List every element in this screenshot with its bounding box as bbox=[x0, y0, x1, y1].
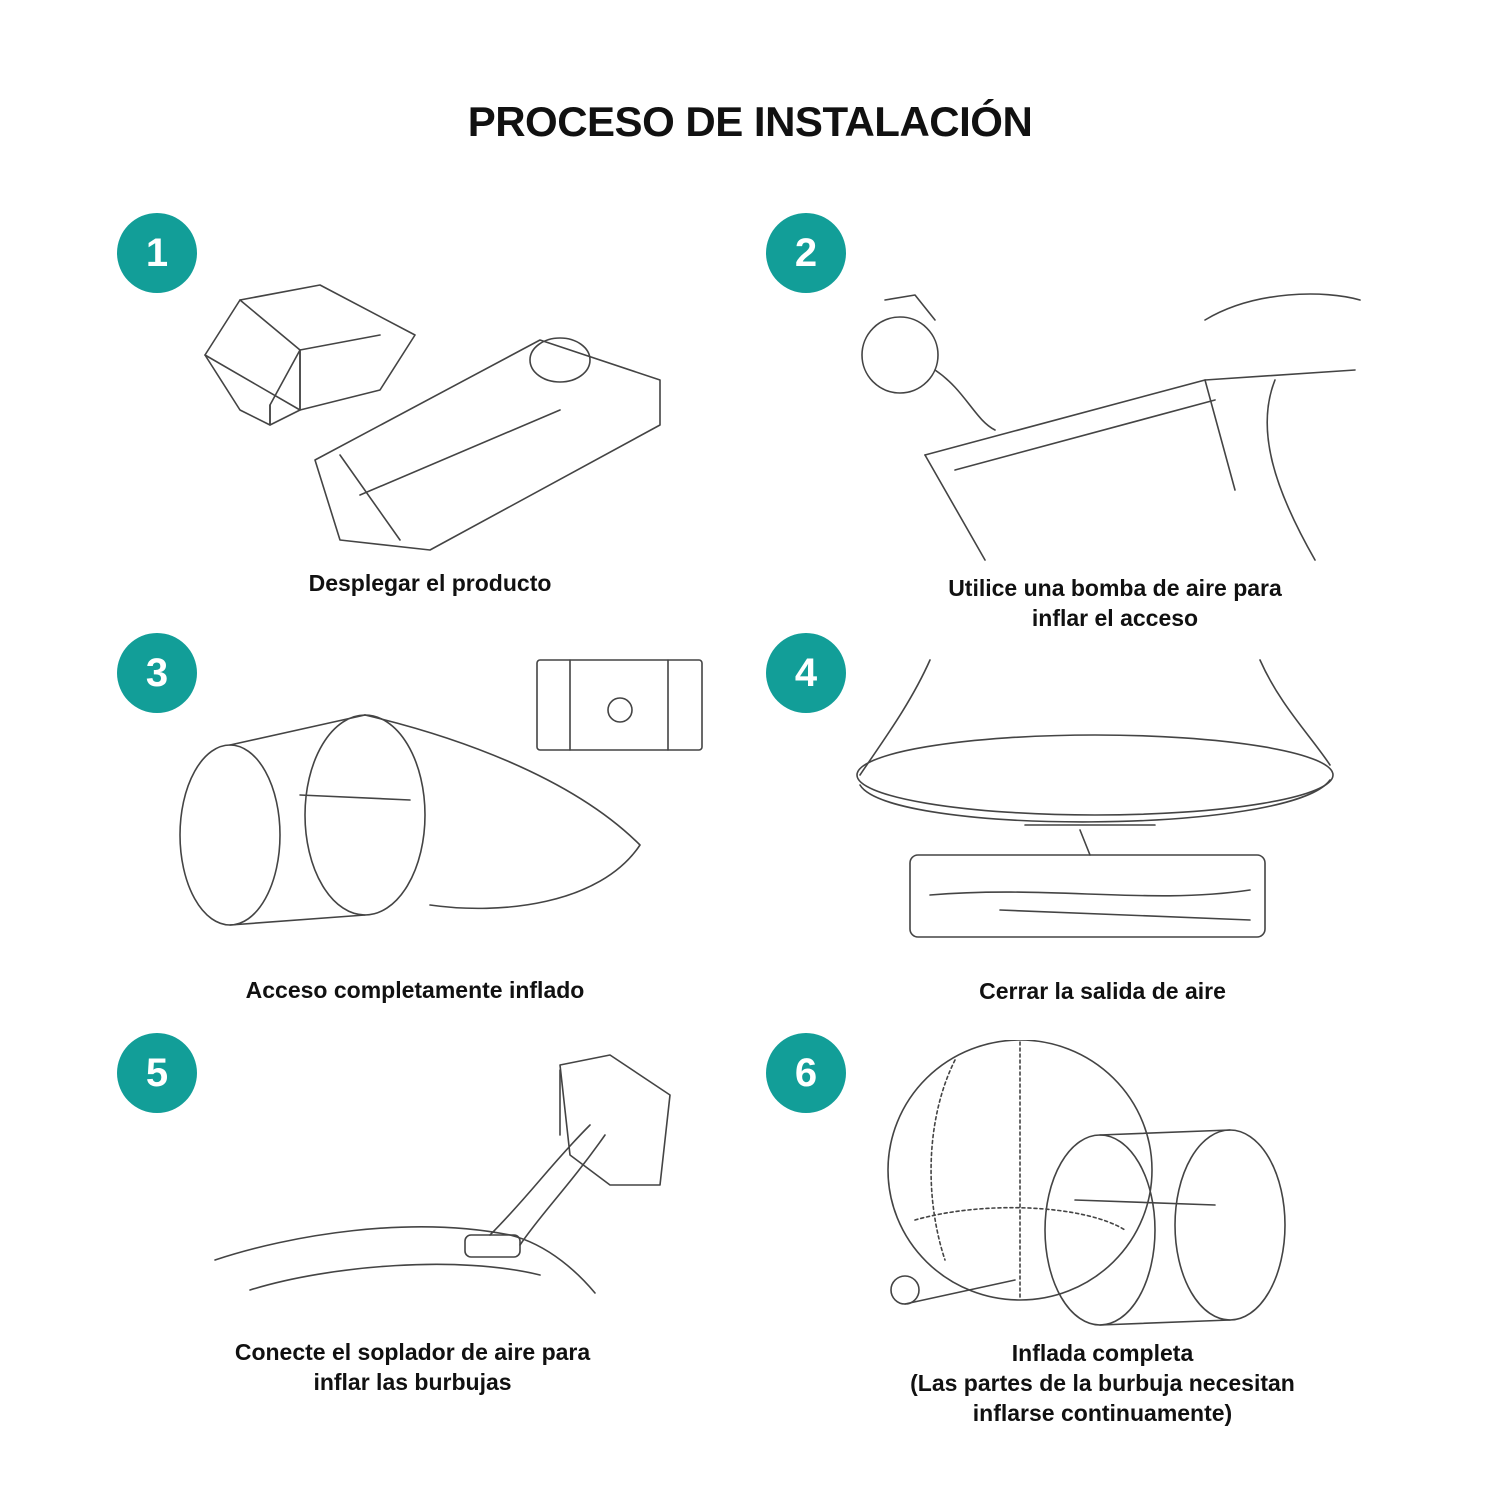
step-6-badge: 6 bbox=[766, 1033, 846, 1113]
step-2-badge: 2 bbox=[766, 213, 846, 293]
page-title: PROCESO DE INSTALACIÓN bbox=[467, 98, 1033, 145]
step-1-badge: 1 bbox=[117, 213, 197, 293]
step-5-badge: 5 bbox=[117, 1033, 197, 1113]
blower-connection-illustration bbox=[214, 1054, 671, 1294]
step-4-caption: Cerrar la salida de aire bbox=[979, 978, 1226, 1004]
step-3-badge: 3 bbox=[117, 633, 197, 713]
air-pump-inflating-tunnel-illustration bbox=[861, 293, 1361, 561]
inflated-tunnel-illustration bbox=[179, 659, 703, 926]
box-and-folded-product-illustration bbox=[204, 284, 661, 551]
step-4-badge: 4 bbox=[766, 633, 846, 713]
step-6-caption: Inflada completa(Las partes de la burbuj… bbox=[910, 1340, 1295, 1426]
step-3-caption: Acceso completamente inflado bbox=[245, 977, 585, 1003]
closing-air-outlet-illustration bbox=[856, 659, 1334, 938]
fully-inflated-bubble-illustration bbox=[887, 1040, 1286, 1326]
step-1-caption: Desplegar el producto bbox=[308, 570, 552, 596]
